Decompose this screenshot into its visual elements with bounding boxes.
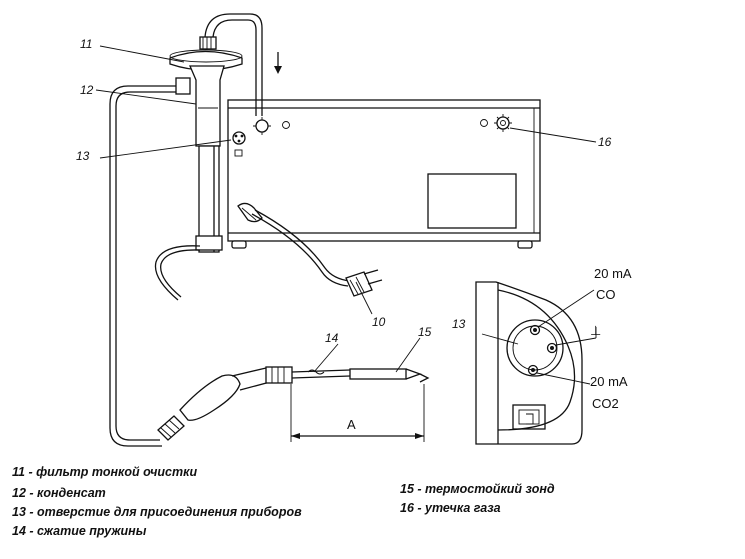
analyzer-housing — [227, 99, 541, 249]
socket-pin-ground — [546, 342, 558, 354]
trap-bottom — [195, 235, 223, 251]
heat-resistant-probe — [349, 368, 430, 383]
dimension-label: A — [347, 417, 356, 432]
foot-right — [517, 240, 533, 249]
filter-cap — [199, 36, 217, 50]
instrument-port-small — [232, 131, 246, 145]
legend-item-14: 14 - сжатие пружины — [12, 524, 147, 538]
fine-filter-dish — [169, 50, 243, 71]
fine-filter-assembly — [169, 13, 282, 253]
callout-12: 12 — [80, 83, 94, 97]
gas-inlet-connector — [253, 117, 290, 135]
display-window — [427, 173, 517, 229]
cable-grommet — [237, 202, 263, 223]
legend-item-13: 13 - отверстие для присоединения приборо… — [12, 505, 302, 519]
legend-item-12: 12 - конденсат — [12, 486, 106, 500]
legend-item-15: 15 - термостойкий зонд — [400, 482, 555, 496]
power-plug — [345, 269, 383, 297]
callout-13-side: 13 — [452, 317, 466, 331]
filter-outlet-tube — [204, 13, 263, 116]
dimension-a: A — [290, 384, 425, 442]
callout-10: 10 — [372, 315, 386, 329]
co-current-label: 20 mA — [594, 266, 632, 281]
instrument-socket — [506, 319, 564, 377]
gas-sample-hose — [109, 85, 180, 447]
callout-14: 14 — [325, 331, 339, 345]
condensate-drain-hose — [154, 245, 201, 301]
co2-gas-label: CO2 — [592, 396, 619, 411]
condensate-trap — [189, 65, 225, 147]
socket-pin-co — [529, 324, 541, 336]
co2-current-label: 20 mA — [590, 374, 628, 389]
callout-11: 11 — [80, 37, 92, 51]
flow-arrow — [274, 66, 282, 74]
ground-symbol: ⊥ — [590, 323, 601, 338]
legend: 11 - фильтр тонкой очистки 12 - конденса… — [12, 465, 555, 538]
side-panel-detail — [475, 281, 597, 445]
socket-pin-co2 — [527, 364, 539, 376]
legend-item-11: 11 - фильтр тонкой очистки — [12, 465, 197, 479]
callout-13-main: 13 — [76, 149, 90, 163]
callout-leaders — [95, 45, 597, 373]
hose-connector-top — [175, 77, 191, 95]
gas-leak-outlet — [480, 114, 512, 132]
probe-handle — [157, 366, 351, 441]
co-gas-label: CO — [596, 287, 616, 302]
legend-item-16: 16 - утечка газа — [400, 501, 501, 515]
callout-15: 15 — [418, 325, 432, 339]
side-display — [512, 404, 546, 430]
spring-clamp — [265, 366, 293, 384]
foot-left — [231, 240, 247, 249]
power-cable — [251, 213, 349, 287]
callout-16: 16 — [598, 135, 612, 149]
